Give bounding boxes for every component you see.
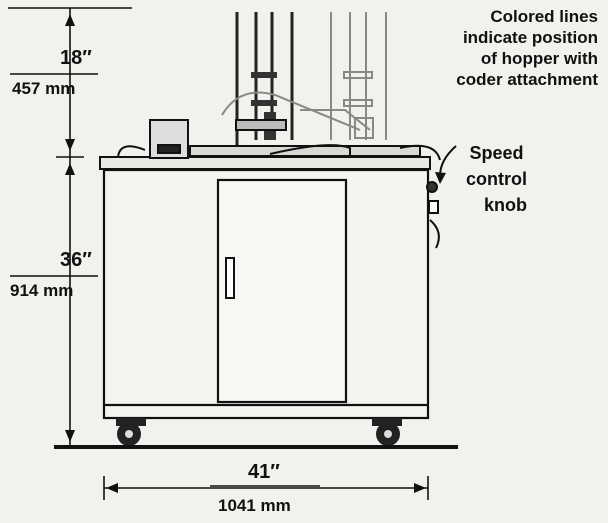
width-metric: 1041 mm <box>218 496 291 515</box>
callout-line: control <box>466 169 527 189</box>
knob-callout-arrow <box>439 145 457 177</box>
top-deck <box>99 119 441 170</box>
width-arrowheads <box>106 483 426 493</box>
cabinet <box>102 168 430 420</box>
note-line: coder attachment <box>456 70 598 89</box>
top-height-metric: 457 mm <box>12 79 76 98</box>
speed-control-knob <box>426 181 440 249</box>
width-imperial: 41″ <box>248 461 280 483</box>
note-line: indicate position <box>462 28 598 47</box>
width-dimension-lines <box>103 476 429 500</box>
note-line: Colored lines <box>490 7 598 26</box>
speed-control-knob-label: Speed control knob <box>466 140 527 218</box>
knob-callout-arrowhead <box>435 172 446 184</box>
coder-hopper-outline <box>221 12 387 140</box>
casters <box>116 418 402 446</box>
top-height-imperial: 18″ <box>60 47 92 69</box>
callout-line: knob <box>484 195 527 215</box>
cabinet-height-imperial: 36″ <box>60 249 92 271</box>
height-arrowheads <box>65 14 75 442</box>
door-handle <box>225 257 235 299</box>
cabinet-height-metric: 914 mm <box>10 281 74 300</box>
height-dimension-lines <box>8 7 132 448</box>
note-line: of hopper with <box>480 49 598 68</box>
hopper-position-note: Colored lines indicate position of hoppe… <box>456 6 598 90</box>
callout-line: Speed <box>469 143 524 163</box>
